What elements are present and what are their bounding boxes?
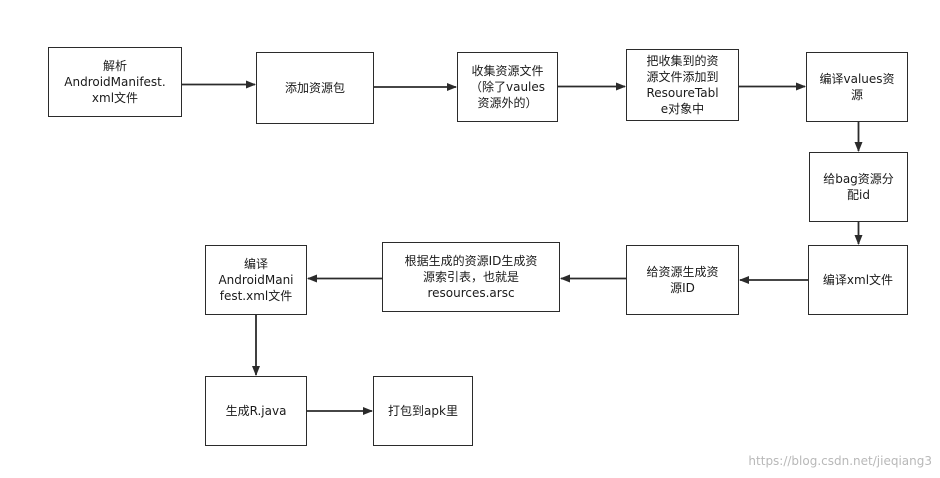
node-generate-resource-id: 给资源生成资 源ID (626, 245, 739, 315)
node-compile-xml: 编译xml文件 (808, 245, 908, 315)
node-parse-manifest: 解析 AndroidManifest. xml文件 (48, 47, 182, 117)
node-generate-resources-arsc: 根据生成的资源ID生成资 源索引表，也就是 resources.arsc (382, 242, 560, 312)
node-assign-bag-id: 给bag资源分 配id (809, 152, 908, 222)
node-compile-manifest: 编译 AndroidMani fest.xml文件 (205, 245, 307, 315)
node-package-apk: 打包到apk里 (373, 376, 473, 446)
node-add-resource-package: 添加资源包 (256, 52, 374, 124)
watermark-text: https://blog.csdn.net/jieqiang3 (748, 454, 932, 468)
node-compile-values: 编译values资 源 (806, 52, 908, 122)
node-collect-resource-files: 收集资源文件 （除了vaules 资源外的） (457, 52, 558, 122)
node-generate-r-java: 生成R.java (205, 376, 307, 446)
node-add-to-resource-table: 把收集到的资 源文件添加到 ResoureTabl e对象中 (626, 49, 739, 121)
